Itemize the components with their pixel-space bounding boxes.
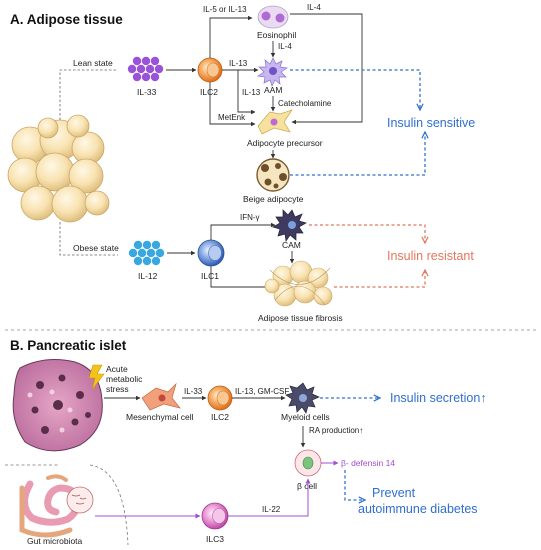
fibrosis-to-insulin-resistant-arrow xyxy=(334,270,425,288)
beige-to-insulin-sensitive-arrow xyxy=(290,132,425,176)
metenk-arrow xyxy=(209,82,256,127)
catecholamine-label: Catecholamine xyxy=(278,99,332,108)
ilc3-to-beta-arrow xyxy=(228,478,311,517)
fibrosis-label: Adipose tissue fibrosis xyxy=(258,313,343,323)
ilc1-to-cam-arrow xyxy=(210,222,276,240)
lean-state-label: Lean state xyxy=(73,58,113,68)
gut-divider-curve xyxy=(89,464,129,546)
eosinophil-il4-arrow xyxy=(290,13,363,125)
defensin-to-prevent-arrow xyxy=(344,470,365,500)
pancreatic-islet-image xyxy=(12,359,103,452)
obese-connector xyxy=(59,222,118,256)
aam-macrophage-icon xyxy=(257,57,288,87)
aam-to-insulin-sensitive-arrow xyxy=(290,69,420,110)
b-ilc2-label: ILC2 xyxy=(211,412,229,422)
il13-b-label: IL-13 xyxy=(242,88,261,97)
il4-label: IL-4 xyxy=(278,42,292,51)
gut-microbiota-label: Gut microbiota xyxy=(27,536,83,546)
ilc2-cell-icon xyxy=(197,57,223,83)
acute-stress-line2: metabolic xyxy=(106,374,143,384)
cam-label: CAM xyxy=(282,240,301,250)
metenk-label: MetEnk xyxy=(218,113,246,122)
ilc3-cell-icon xyxy=(201,502,229,530)
adipocyte-precursor-icon xyxy=(257,109,293,135)
il4-top-label: IL-4 xyxy=(307,3,321,12)
adipose-fibrosis-image xyxy=(264,260,333,307)
prevent-label: Prevent xyxy=(372,486,416,500)
beige-adipocyte-label: Beige adipocyte xyxy=(243,194,304,204)
ilc1-label: ILC1 xyxy=(201,271,219,281)
gut-microbiota-image xyxy=(19,474,94,538)
adipose-tissue-cluster-image xyxy=(7,114,110,223)
lean-connector xyxy=(59,69,118,120)
il13-gmcsf-label: IL-13, GM-CSF xyxy=(235,387,289,396)
il13-a-label: IL-13 xyxy=(229,59,248,68)
adipocyte-precursor-label: Adipocyte precursor xyxy=(247,138,323,148)
beige-adipocyte-icon xyxy=(256,158,290,192)
mesenchymal-cell-icon xyxy=(141,382,181,411)
ilc2-to-eosinophil-arrow xyxy=(209,15,253,58)
il12-molecules-icon xyxy=(128,240,165,266)
lightning-icon xyxy=(88,364,105,391)
b-il33-label: IL-33 xyxy=(184,387,203,396)
myeloid-label: Myeloid cells xyxy=(281,412,330,422)
autoimmune-diabetes-label: autoimmune diabetes xyxy=(358,502,478,516)
il22-label: IL-22 xyxy=(262,505,281,514)
cam-to-insulin-resistant-arrow xyxy=(309,224,425,243)
mesenchymal-label: Mesenchymal cell xyxy=(126,412,194,422)
il5-il13-label: IL-5 or IL-13 xyxy=(203,5,247,14)
aam-label: AAM xyxy=(264,85,282,95)
b-ilc2-cell-icon xyxy=(207,385,233,411)
ilc1-cell-icon xyxy=(197,239,225,267)
insulin-sensitive-label: Insulin sensitive xyxy=(387,116,475,130)
insulin-resistant-label: Insulin resistant xyxy=(387,249,474,263)
beta-cell-label: β cell xyxy=(297,481,317,491)
beta-defensin-label: β- defensin 14 xyxy=(341,458,395,468)
il12-label: IL-12 xyxy=(138,271,158,281)
acute-stress-line3: stress xyxy=(106,384,129,394)
ilc2-il13-to-precursor-arrow xyxy=(237,70,256,115)
ifn-gamma-label: IFN-γ xyxy=(240,213,260,222)
ra-production-label: RA production↑ xyxy=(309,426,363,435)
eosinophil-label: Eosinophil xyxy=(257,30,296,40)
beta-cell-icon xyxy=(294,449,322,477)
eosinophil-cell-icon xyxy=(257,5,289,29)
acute-stress-line1: Acute xyxy=(106,364,128,374)
il33-label: IL-33 xyxy=(137,87,157,97)
cam-macrophage-icon xyxy=(272,209,307,242)
ilc2-label: ILC2 xyxy=(200,87,218,97)
section-a-title: A. Adipose tissue xyxy=(10,12,123,27)
ilc1-to-fibrosis-arrow xyxy=(210,266,276,290)
insulin-secretion-label: Insulin secretion↑ xyxy=(390,391,487,405)
section-b-title: B. Pancreatic islet xyxy=(10,338,127,353)
obese-state-label: Obese state xyxy=(73,243,119,253)
il33-molecules-icon xyxy=(127,56,164,82)
myeloid-cells-icon xyxy=(285,382,320,414)
ilc3-label: ILC3 xyxy=(206,534,224,544)
